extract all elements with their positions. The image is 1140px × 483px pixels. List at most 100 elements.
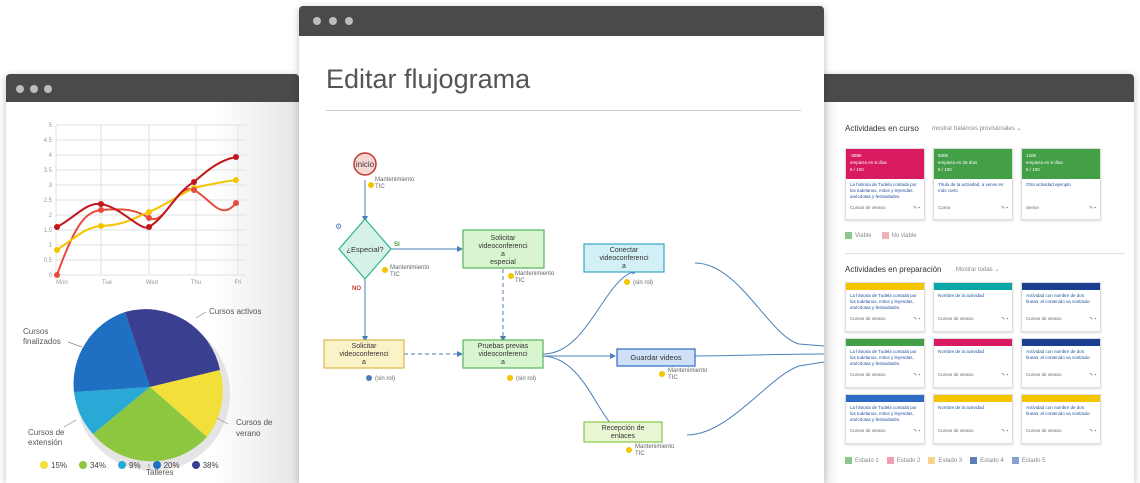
- window-dot[interactable]: [16, 85, 24, 93]
- window-dot[interactable]: [313, 17, 321, 25]
- connector[interactable]: [686, 361, 824, 436]
- edit-icon[interactable]: ✎ ▪: [1089, 372, 1096, 377]
- edit-icon[interactable]: ✎ ▪: [1001, 428, 1008, 433]
- activity-card[interactable]: Nombre de la actividad Cursos de verano …: [933, 394, 1013, 444]
- activity-card[interactable]: 500€ empieza en 26 días 6 / 100 Título d…: [933, 148, 1013, 220]
- filter-label: Mostrar todas: [956, 267, 993, 273]
- card-footer: Cursos de verano ✎ ▪: [846, 426, 924, 436]
- process-node[interactable]: [583, 243, 665, 273]
- connector[interactable]: [691, 353, 824, 357]
- pie-slice[interactable]: [125, 309, 220, 387]
- legend-item: Estado 3: [928, 457, 962, 464]
- legend-item[interactable]: 38%: [191, 461, 219, 470]
- legend-item[interactable]: 20%: [152, 461, 180, 470]
- activity-card[interactable]: La historia de Tudela contada por los tu…: [845, 282, 925, 332]
- start-node[interactable]: [353, 152, 377, 176]
- settings-icon[interactable]: ⚙: [335, 222, 342, 231]
- pie-slice[interactable]: [74, 387, 150, 434]
- node-label: enlaces: [611, 433, 636, 440]
- card-title: La historia de Tudela contada por los tu…: [850, 293, 917, 310]
- process-node[interactable]: [462, 229, 545, 269]
- legend-item[interactable]: 9%: [118, 461, 141, 470]
- edit-icon[interactable]: ✎ ▪: [913, 428, 920, 433]
- node-label: Conectar: [610, 247, 639, 254]
- card-title: Actividad con nombre de dos líneas, el c…: [1026, 293, 1090, 304]
- process-node[interactable]: [616, 348, 696, 367]
- card-title: Actividad con nombre de dos líneas, el c…: [1026, 405, 1090, 416]
- edit-icon[interactable]: ✎ ▪: [1089, 428, 1096, 433]
- branch-label: NO: [352, 286, 361, 292]
- card-color-bar: [934, 339, 1012, 346]
- node-label: Pruebas previas: [478, 343, 529, 350]
- card-color-bar: [1022, 395, 1100, 402]
- window-dot[interactable]: [345, 17, 353, 25]
- edit-icon[interactable]: ✎ ▪: [1089, 316, 1096, 321]
- legend-item[interactable]: 15%: [40, 461, 67, 470]
- activity-card[interactable]: Actividad con nombre de dos líneas, el c…: [1021, 338, 1101, 388]
- role-text: Mantenimiento: [668, 368, 708, 374]
- pie-label: verano: [236, 429, 261, 438]
- node-label: videoconferenci: [478, 243, 527, 250]
- edit-icon[interactable]: ✎ ▪: [1001, 372, 1008, 377]
- card-footer: Coma ✎ ▪: [934, 203, 1012, 213]
- node-label: inicio: [356, 160, 375, 169]
- charts-canvas: 5 4.5 4 3.5 3 2.5 2 1.5 1 0.5 0 Mon Tue …: [6, 102, 299, 483]
- card-title: La historia de Tudela contada por los tu…: [850, 349, 917, 366]
- role-text: TIC: [375, 184, 385, 190]
- card-tag: Cursos de verano: [850, 428, 886, 433]
- activity-card[interactable]: La historia de Tudela contada por los tu…: [845, 394, 925, 444]
- card-footer: Cursos de verano ✎ ▪: [846, 370, 924, 380]
- filter-dropdown[interactable]: mostrar balances provisionales ⌄: [932, 125, 1021, 132]
- window-dot[interactable]: [329, 17, 337, 25]
- activity-card[interactable]: Nombre de la actividad Cursos de verano …: [933, 282, 1013, 332]
- legend-label: Viable: [855, 233, 872, 240]
- card-tag: Cursos de verano: [1026, 428, 1062, 433]
- user-icon: [368, 182, 374, 188]
- section-divider: [845, 253, 1125, 254]
- card-footer: Cursos de verano ✎ ▪: [1022, 370, 1100, 380]
- card-stat: empieza en 6 días: [1026, 160, 1063, 165]
- connector[interactable]: [542, 268, 638, 355]
- process-node[interactable]: [583, 421, 663, 443]
- activity-card[interactable]: 120€ empieza en 6 días 6 / 100 Otra acti…: [1021, 148, 1101, 220]
- card-tag: Cursos de verano: [850, 205, 886, 210]
- window-titlebar: [6, 74, 299, 102]
- activity-card[interactable]: -395€ empieza en 6 días 6 / 100 La histo…: [845, 148, 925, 220]
- edit-icon[interactable]: ✎ ▪: [913, 372, 920, 377]
- x-tick: Tue: [102, 280, 113, 286]
- card-title: Nombre de la actividad: [938, 349, 985, 354]
- legend-item[interactable]: 34%: [79, 461, 106, 470]
- window-dot[interactable]: [44, 85, 52, 93]
- card-header: -395€ empieza en 6 días 6 / 100: [846, 149, 924, 179]
- filter-dropdown[interactable]: Mostrar todas ⌄: [956, 266, 999, 273]
- pie-label: extensión: [28, 438, 62, 447]
- activity-card[interactable]: Actividad con nombre de dos líneas, el c…: [1021, 394, 1101, 444]
- legend-item: Estado 2: [886, 457, 920, 464]
- legend-label: Estado 1: [855, 458, 879, 465]
- role-text: TIC: [668, 375, 678, 381]
- card-footer: Cursos de verano ✎ ▪: [1022, 426, 1100, 436]
- flowchart-canvas[interactable]: inicio Mantenimiento TIC ¿Especial? SI N…: [299, 36, 824, 483]
- connector[interactable]: [694, 262, 824, 347]
- process-node[interactable]: [462, 339, 544, 369]
- edit-icon[interactable]: ✎ ▪: [1089, 205, 1096, 210]
- activity-card[interactable]: Nombre de la actividad Cursos de verano …: [933, 338, 1013, 388]
- decision-node[interactable]: [338, 218, 392, 280]
- edit-icon[interactable]: ✎ ▪: [1001, 205, 1008, 210]
- edit-icon[interactable]: ✎ ▪: [913, 205, 920, 210]
- edit-icon[interactable]: ✎ ▪: [913, 316, 920, 321]
- card-stat: 500€: [938, 153, 949, 158]
- section-title-en-curso: Actividades en curso: [845, 124, 919, 133]
- pie-slice[interactable]: [73, 312, 150, 392]
- legend-item: Estado 4: [970, 457, 1004, 464]
- y-tick: 0.5: [44, 258, 53, 264]
- activity-card[interactable]: La historia de Tudela contada por los tu…: [845, 338, 925, 388]
- role-text: Mantenimiento: [635, 444, 675, 450]
- pie-slice[interactable]: [150, 370, 223, 437]
- window-dot[interactable]: [30, 85, 38, 93]
- edit-icon[interactable]: ✎ ▪: [1001, 316, 1008, 321]
- pie-slice[interactable]: [93, 387, 207, 462]
- process-node[interactable]: [323, 339, 405, 369]
- activity-card[interactable]: Actividad con nombre de dos líneas, el c…: [1021, 282, 1101, 332]
- node-label: videoconferenci: [339, 351, 388, 358]
